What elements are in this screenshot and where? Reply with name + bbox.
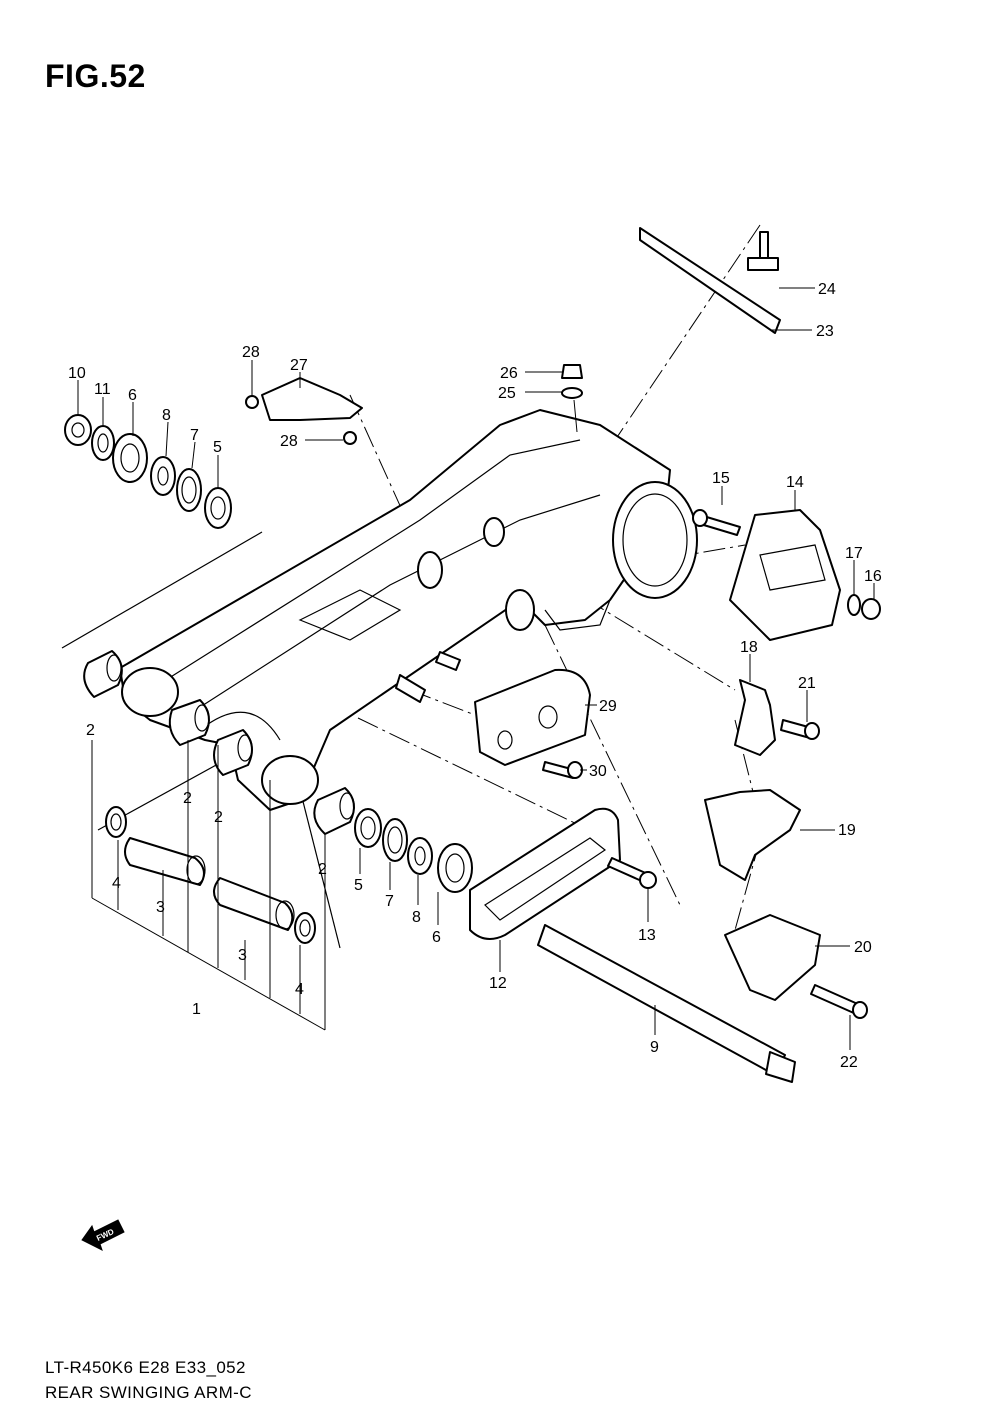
callout-2: 2 xyxy=(86,722,95,739)
oil-seal-5-left xyxy=(204,487,232,529)
callout-19: 19 xyxy=(838,822,856,839)
fwd-arrow-icon: FWD xyxy=(81,1219,125,1251)
bolt-24 xyxy=(747,231,779,271)
bearing-2-inner-left xyxy=(168,699,210,746)
callout-22: 22 xyxy=(840,1054,858,1071)
callout-25: 25 xyxy=(498,385,516,402)
callout-28: 28 xyxy=(242,344,260,361)
callout-1: 1 xyxy=(192,1001,201,1018)
spacer-3-left xyxy=(124,837,206,886)
callout-26: 26 xyxy=(500,365,518,382)
washer-8-right xyxy=(407,837,433,875)
cover-6-left xyxy=(112,433,148,483)
washer-8-left xyxy=(150,456,176,496)
bearing-2-outer-right xyxy=(313,787,355,835)
guard-19 xyxy=(704,789,801,881)
callout-17: 17 xyxy=(845,545,863,562)
callout-30: 30 xyxy=(589,763,607,780)
guard-14 xyxy=(729,509,841,641)
chain-guide-12 xyxy=(469,807,621,940)
pivot-shaft-9 xyxy=(537,924,796,1083)
bracket-18 xyxy=(734,679,776,756)
callout-27: 27 xyxy=(290,357,308,374)
callout-16: 16 xyxy=(864,568,882,585)
nut-10 xyxy=(64,414,92,446)
thrust-bearing-7-left xyxy=(176,468,202,512)
callout-8: 8 xyxy=(162,407,171,424)
nut-26 xyxy=(561,364,583,379)
callout-2: 2 xyxy=(214,809,223,826)
plate-23 xyxy=(639,227,781,334)
callout-24: 24 xyxy=(818,281,836,298)
figure-title: FIG.52 xyxy=(45,58,146,94)
callout-4: 4 xyxy=(295,981,304,998)
callout-7: 7 xyxy=(190,427,199,444)
bolt-30 xyxy=(542,761,583,779)
oil-seal-5-right xyxy=(354,808,382,848)
callout-12: 12 xyxy=(489,975,507,992)
callout-20: 20 xyxy=(854,939,872,956)
screw-28-bottom xyxy=(343,431,357,445)
thrust-bearing-7-right xyxy=(382,818,408,862)
callout-2: 2 xyxy=(183,790,192,807)
block-29 xyxy=(474,668,591,766)
callout-29: 29 xyxy=(599,698,617,715)
callout-5: 5 xyxy=(213,439,222,456)
spacer-3-right xyxy=(213,877,295,931)
callout-21: 21 xyxy=(798,675,816,692)
washer-11 xyxy=(91,425,115,461)
swing-arm-body xyxy=(119,409,698,811)
bearing-2-inner-right xyxy=(213,729,253,776)
callout-2: 2 xyxy=(318,861,327,878)
callout-10: 10 xyxy=(68,365,86,382)
callout-7: 7 xyxy=(385,893,394,910)
callout-23: 23 xyxy=(816,323,834,340)
figure-name: REAR SWINGING ARM-C xyxy=(45,1383,252,1402)
callout-4: 4 xyxy=(112,875,121,892)
callout-labels: 1 2 2 2 2 3 3 4 4 5 5 6 6 7 7 8 8 9 10 1… xyxy=(68,281,882,1071)
bolt-22 xyxy=(810,984,868,1019)
bearing-2-outer-left xyxy=(83,650,123,698)
seal-4-left xyxy=(105,806,127,838)
callout-8: 8 xyxy=(412,909,421,926)
washer-17 xyxy=(847,594,861,616)
bracket-27 xyxy=(261,377,363,421)
group-bracket-lines xyxy=(91,740,326,1031)
nut-16 xyxy=(861,598,881,620)
seal-4-right xyxy=(294,912,316,944)
cover-6-right xyxy=(437,843,473,893)
callout-14: 14 xyxy=(786,474,804,491)
bolt-21 xyxy=(780,719,820,740)
callout-5: 5 xyxy=(354,877,363,894)
model-code: LT-R450K6 E28 E33_052 xyxy=(45,1358,246,1377)
washer-25 xyxy=(561,387,583,399)
callout-3: 3 xyxy=(238,947,247,964)
callout-13: 13 xyxy=(638,927,656,944)
bolt-13 xyxy=(607,857,657,889)
small-sleeves xyxy=(395,651,461,703)
screw-28-top xyxy=(245,395,259,409)
callout-15: 15 xyxy=(712,470,730,487)
bolt-15 xyxy=(692,509,741,536)
callout-9: 9 xyxy=(650,1039,659,1056)
callout-28: 28 xyxy=(280,433,298,450)
callout-18: 18 xyxy=(740,639,758,656)
callout-3: 3 xyxy=(156,899,165,916)
leader-lines xyxy=(77,287,875,1050)
callout-6: 6 xyxy=(432,929,441,946)
callout-6: 6 xyxy=(128,387,137,404)
left-pivot-stack xyxy=(64,414,232,529)
callout-11: 11 xyxy=(94,381,111,398)
guard-20 xyxy=(724,914,821,1001)
